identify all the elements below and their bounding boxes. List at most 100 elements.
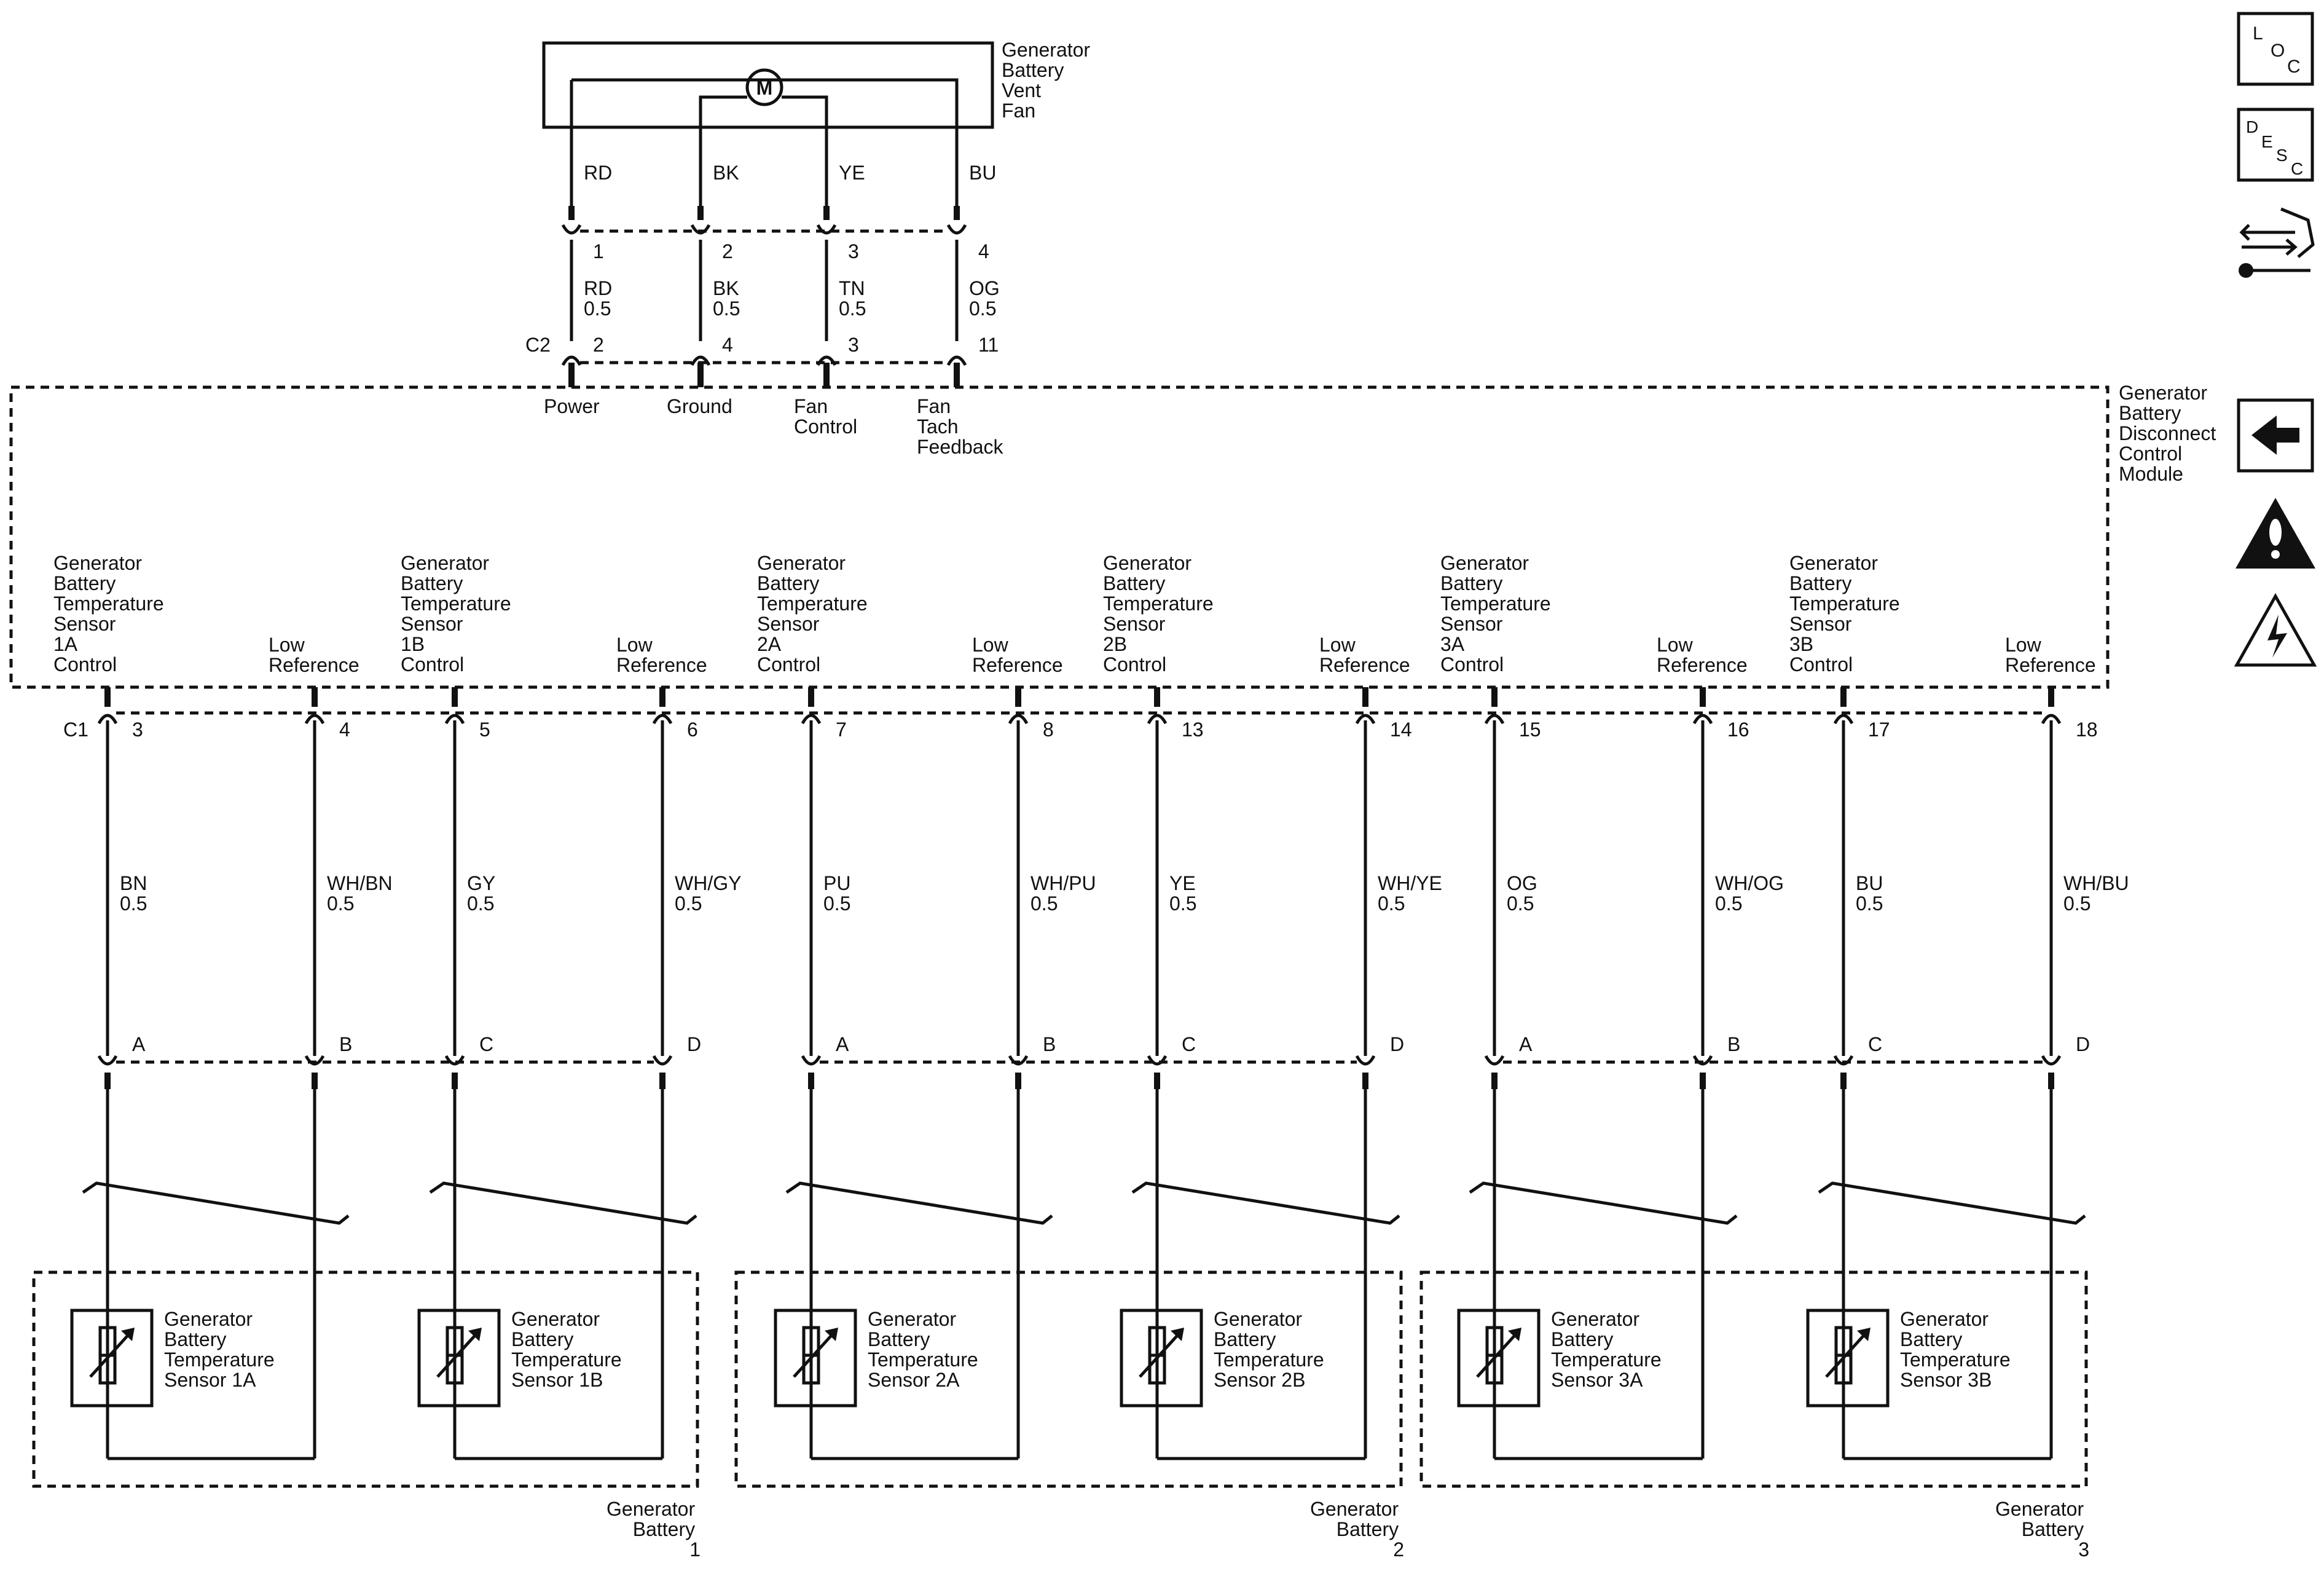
sensor-terminal-stub xyxy=(104,1073,111,1089)
sensor-connector-cavity xyxy=(444,1055,465,1066)
electrical-warning-button[interactable] xyxy=(2234,593,2317,667)
sensor-connector-cavity xyxy=(304,1055,325,1066)
sensor-connector-pin-label: B xyxy=(1727,1033,1740,1055)
sensor-connector-pin-label: C xyxy=(479,1033,493,1055)
fan-internal-wire-4 xyxy=(571,78,959,206)
c2-connector-terminal xyxy=(690,355,711,366)
temperature-sensor-body xyxy=(1806,1309,1890,1408)
c1-pin-label: 15 xyxy=(1519,719,1541,741)
fan-internal-wire-motor xyxy=(699,95,828,206)
sensor-connector-cavity xyxy=(1692,1055,1713,1066)
sensor-terminal-stub xyxy=(2048,1073,2054,1089)
c2-pin-label: 11 xyxy=(978,334,999,356)
temperature-sensor-body xyxy=(1457,1309,1541,1408)
c1-terminal-stub xyxy=(1154,687,1160,707)
c1-pin-label: 7 xyxy=(836,719,847,741)
fan-connector-cavity xyxy=(946,224,967,235)
c1-terminal-stub xyxy=(2048,687,2054,707)
c1-terminal-stub xyxy=(452,687,458,707)
back-button[interactable] xyxy=(2237,398,2314,473)
c2-terminal-stub xyxy=(954,363,960,387)
sensor-terminal-stub xyxy=(1491,1073,1498,1089)
thermistor-variable-arrow xyxy=(793,1329,837,1378)
c2-pin-label: 2 xyxy=(593,334,604,356)
location-icon xyxy=(2237,12,2314,86)
temperature-sensor-body xyxy=(70,1309,154,1408)
c2-terminal-stub xyxy=(823,363,830,387)
back-arrow-icon xyxy=(2251,415,2299,455)
c1-pin-label: 16 xyxy=(1727,719,1749,741)
c2-function-fan-control: Fan Control xyxy=(794,395,857,438)
sensor-connector-cavity xyxy=(1355,1055,1376,1066)
c1-terminal-stub xyxy=(1362,687,1368,707)
sensor-connector-pin-label: D xyxy=(687,1033,701,1055)
loc-button[interactable]: L O C xyxy=(2237,12,2314,86)
thermistor-arrow-head xyxy=(1857,1328,1871,1341)
sensor-connector-pin-label: A xyxy=(1519,1033,1533,1055)
sensor-connector-cavity xyxy=(2041,1055,2062,1066)
fan-wire-terminal xyxy=(823,206,830,220)
c1-terminal-stub xyxy=(104,687,111,707)
sensor-connector-cavity xyxy=(652,1055,673,1066)
sensor-connector-cavity xyxy=(1147,1055,1168,1066)
fan-connector-cavity xyxy=(561,224,582,235)
battery-2-label: Generator Battery 2 xyxy=(1310,1498,1404,1561)
thermistor-variable-arrow xyxy=(89,1329,133,1378)
thermistor-arrow-head xyxy=(1171,1328,1184,1341)
c1-pin-label: 3 xyxy=(132,719,143,741)
desc-button[interactable]: D E S C xyxy=(2237,108,2314,182)
c1-terminal-stub xyxy=(659,687,665,707)
c1-terminal-stub xyxy=(312,687,318,707)
c2-connector-terminal xyxy=(561,355,582,366)
sensor-terminal-stub xyxy=(1840,1073,1847,1089)
temperature-sensor-body xyxy=(417,1309,501,1408)
sensor-connector-pin-label: C xyxy=(1182,1033,1196,1055)
fan-wire-terminal xyxy=(954,206,960,220)
c1-pin-label: 13 xyxy=(1182,719,1204,741)
fan-connector-pin-label: 1 xyxy=(593,240,604,262)
c1-connector-terminal xyxy=(444,714,465,725)
electrical-warning-icon xyxy=(2234,593,2317,667)
sensor-connector-cavity xyxy=(1833,1055,1854,1066)
fan-connector-pin-label: 3 xyxy=(848,240,859,262)
c1-pin-label: 6 xyxy=(687,719,698,741)
connector-repair-button[interactable] xyxy=(2239,207,2315,278)
fan-wire-terminal xyxy=(697,206,704,220)
fan-connector-cavity xyxy=(816,224,837,235)
twisted-pair-indicator xyxy=(429,1181,697,1225)
fan-wire-color-label: RD xyxy=(584,162,612,184)
caution-button[interactable] xyxy=(2236,498,2315,569)
c2-function-ground: Ground xyxy=(667,395,732,417)
thermistor-arrow-head xyxy=(825,1328,838,1341)
twisted-pair-indicator xyxy=(1818,1181,2086,1225)
sensor-connector-cavity xyxy=(801,1055,822,1066)
sensor-terminal-stub xyxy=(1362,1073,1368,1089)
c1-pin-label: 4 xyxy=(339,719,350,741)
desc-letter-e: E xyxy=(2261,132,2273,151)
thermistor-arrow-head xyxy=(1508,1328,1521,1341)
sensor-connector-pin-label: D xyxy=(1390,1033,1404,1055)
c1-terminal-stub xyxy=(808,687,814,707)
c2-connector-terminal xyxy=(946,355,967,366)
c1-connector-label: C1 xyxy=(63,719,88,741)
sensor-connector-pin-label: A xyxy=(132,1033,146,1055)
c1-pin-label: 8 xyxy=(1043,719,1054,741)
